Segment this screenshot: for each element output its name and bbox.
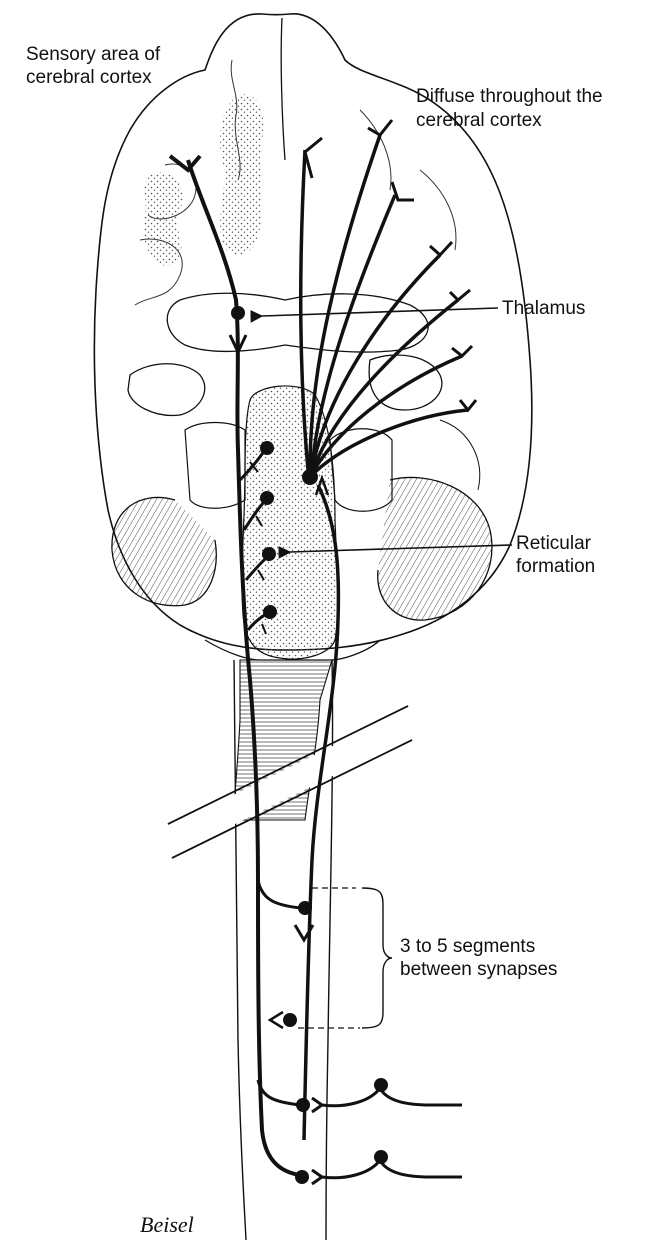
spinal-synapse-1 [298, 901, 312, 915]
spinal-synapse-2 [283, 1013, 297, 1027]
label-diffuse-line2: cerebral cortex [416, 109, 542, 132]
label-sensory-area-line1: Sensory area of [26, 43, 160, 66]
artist-signature: Beisel [140, 1212, 194, 1238]
segments-brace [362, 888, 392, 1028]
spinal-synapse-4 [295, 1170, 309, 1184]
longitudinal-fissure [281, 18, 285, 160]
sensory-cortex-region [220, 94, 263, 255]
label-reticular-line2: formation [516, 555, 595, 578]
label-sensory-area-line2: cerebral cortex [26, 66, 152, 89]
thalamus-outline [167, 293, 428, 352]
thalamus-pointer [262, 308, 498, 316]
thalamus-synapse [231, 306, 245, 320]
label-diffuse-line1: Diffuse throughout the [416, 85, 603, 108]
label-thalamus: Thalamus [502, 297, 585, 320]
label-segments-line1: 3 to 5 segments [400, 935, 535, 958]
label-reticular-line1: Reticular [516, 532, 591, 555]
cerebellum-left [112, 497, 216, 605]
label-segments-line2: between synapses [400, 958, 557, 981]
spinal-synapse-3 [296, 1098, 310, 1112]
diffuse-fiber-4 [312, 255, 440, 470]
